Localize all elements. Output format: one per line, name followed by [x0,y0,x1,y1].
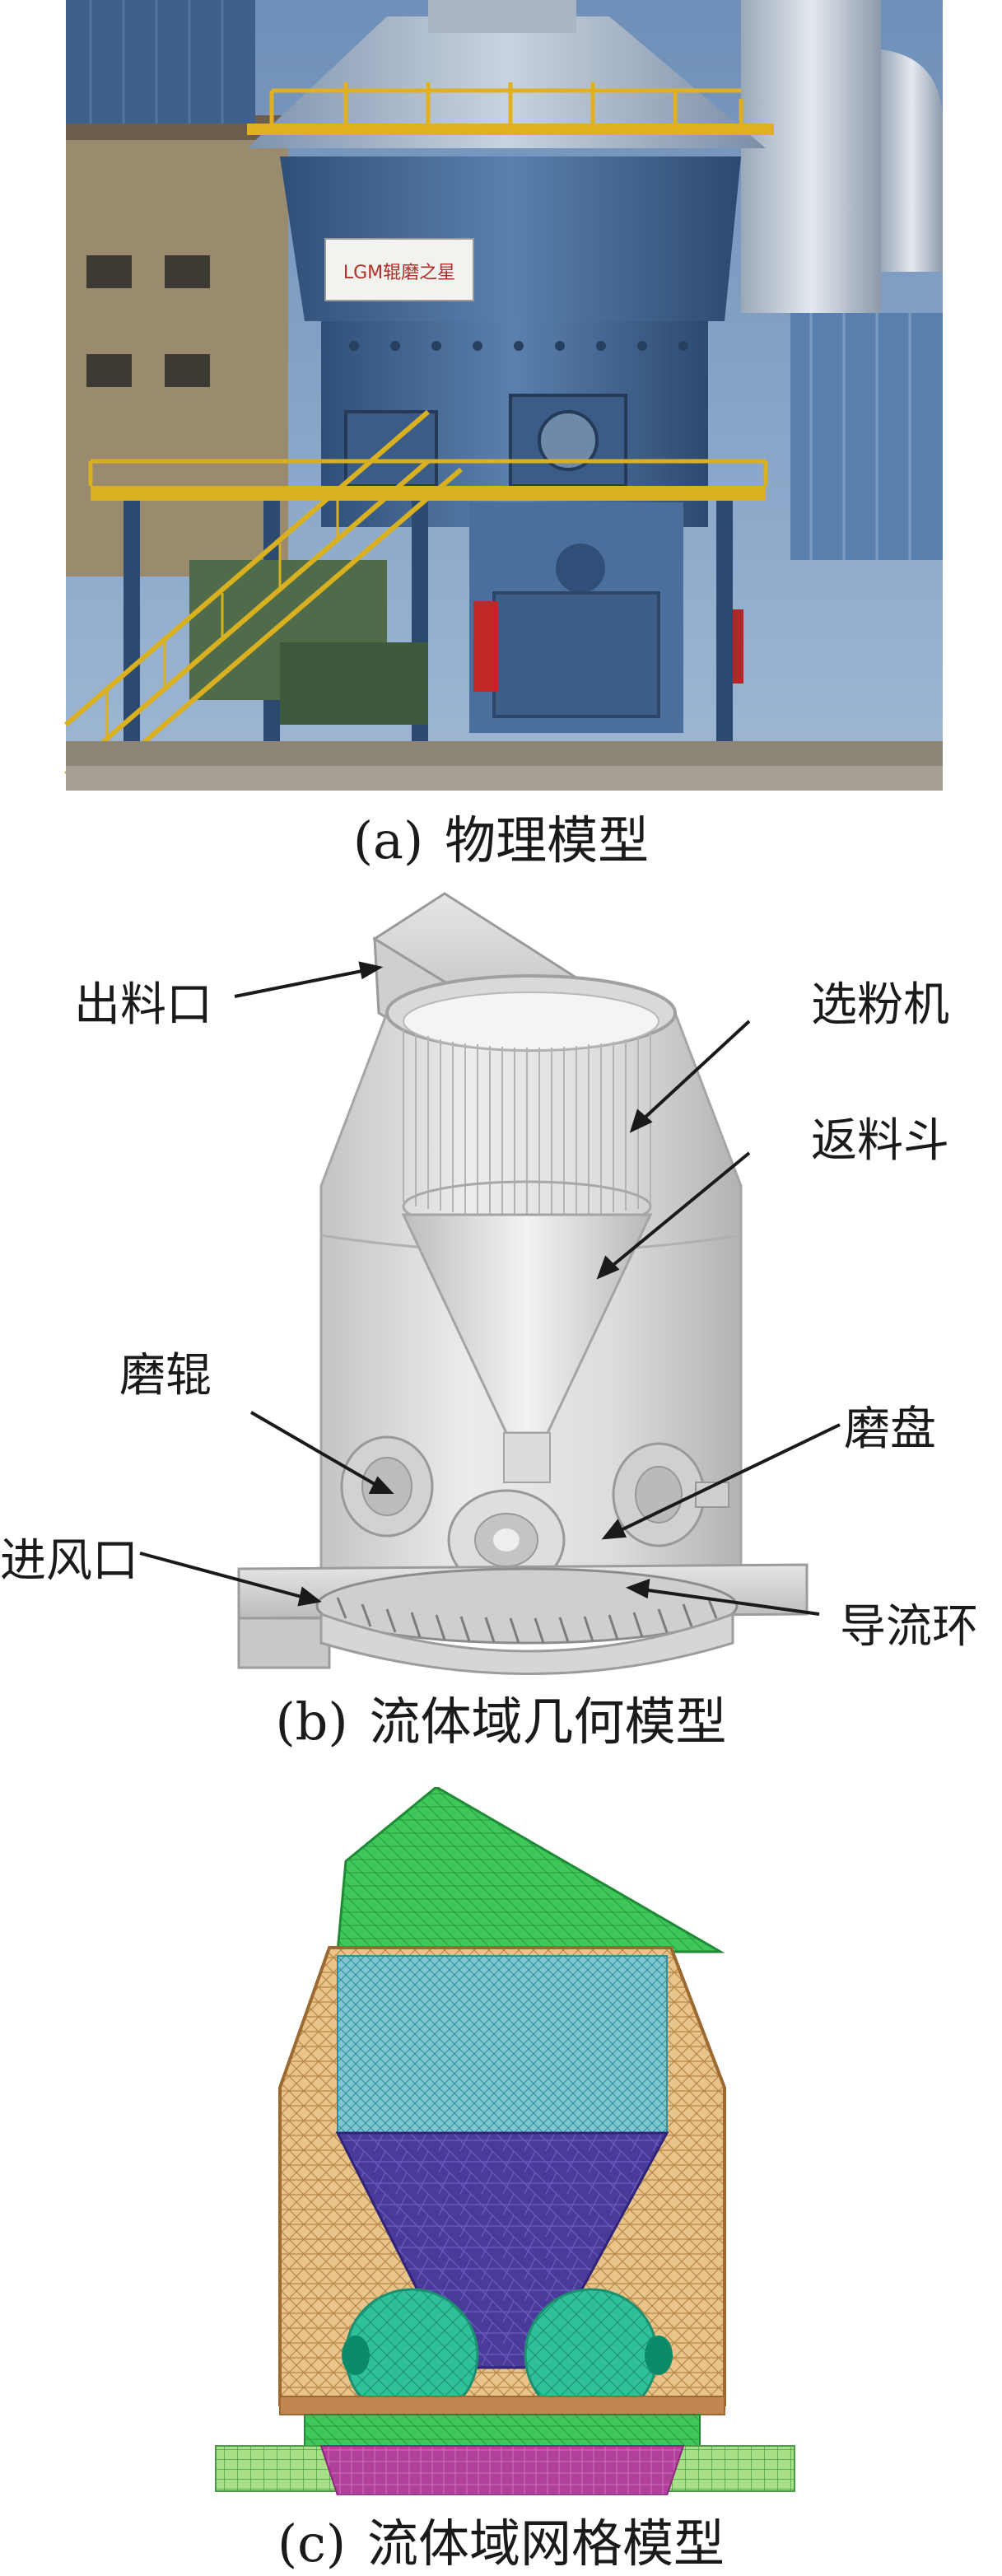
mesh-render [215,1787,795,2495]
label-disc: 磨盘 [844,1402,936,1456]
caption-b-text: 流体域几何模型 [369,1692,727,1752]
grinding-roller-center [447,1489,566,1591]
walkway [91,486,766,501]
mesh-outlet-duct [336,1787,725,1953]
nameplate-text: LGM辊磨之星 [343,263,455,283]
caption-c-tag: (c) [277,2513,347,2574]
mesh-separator-zone [337,1955,668,2134]
exhaust-duct [741,0,881,313]
label-inlet: 进风口 [0,1534,138,1588]
nameplate [324,238,474,301]
caption-a-tag: (a) [352,810,424,870]
red-cylinder [473,601,498,692]
left-building [66,115,288,576]
mesh-grinding-disc [319,2445,685,2495]
label-outlet: 出料口 [74,978,212,1032]
label-guide-ring: 导流环 [840,1600,978,1654]
mesh-roller-left [342,2288,479,2423]
panel-c-mesh-model: (c) 流体域网格模型 [0,1787,1002,2576]
caption-a: (a) 物理模型 [0,799,1002,873]
mill-photo: LGM辊磨之星 [64,0,943,791]
geometry-render [139,892,841,1675]
label-return-hopper: 返料斗 [811,1114,949,1168]
panel-b-geometry-model: 出料口 选粉机 返料斗 磨辊 磨盘 进风口 导流环 (b) 流体域几何模型 [0,873,1002,1787]
caption-c: (c) 流体域网格模型 [0,2502,1002,2576]
caption-b: (b) 流体域几何模型 [0,1680,1002,1754]
label-roller: 磨辊 [119,1349,212,1402]
caption-a-text: 物理模型 [445,810,650,870]
staircase [64,409,463,777]
caption-c-text: 流体域网格模型 [367,2513,725,2574]
mill-top-cone [247,16,766,148]
label-separator: 选粉机 [811,978,949,1032]
mesh-guide-ring [304,2414,701,2448]
panel-a-physical-model: LGM辊磨之星 [0,0,1002,870]
caption-b-tag: (b) [275,1692,348,1752]
